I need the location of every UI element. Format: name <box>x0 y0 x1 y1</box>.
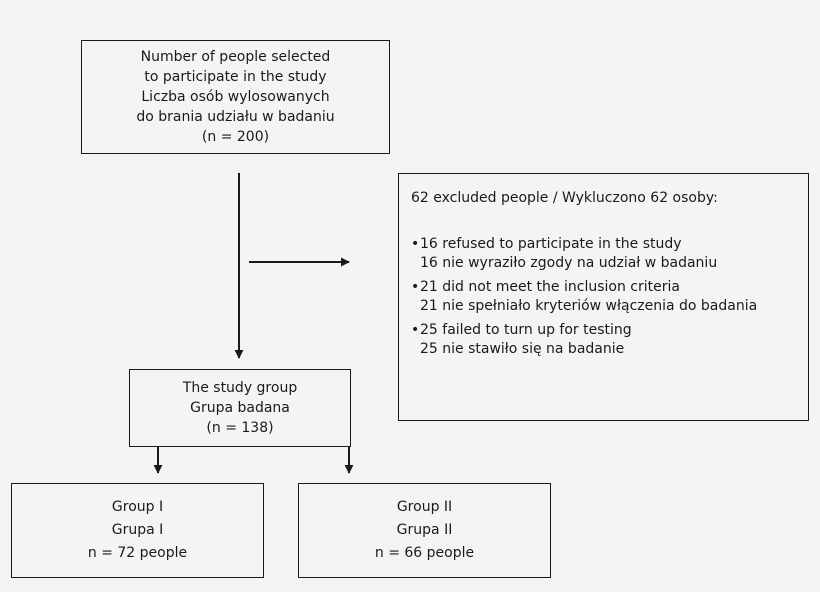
exclusion-reason: •16 refused to participate in the study … <box>411 235 800 273</box>
group-1-label-en: Group I <box>111 499 164 515</box>
selected-count: (n = 200) <box>201 129 270 145</box>
exclusion-reason: •25 failed to turn up for testing 25 nie… <box>411 321 800 359</box>
group-2-label-pl: Grupa II <box>396 522 453 538</box>
group-1-count: n = 72 people <box>87 545 188 561</box>
reason-en: 16 refused to participate in the study <box>420 236 682 252</box>
group-2-box: Group II Grupa II n = 66 people <box>298 483 551 578</box>
group-2-label-en: Group II <box>396 499 453 515</box>
selected-line: do brania udziału w badaniu <box>136 109 335 125</box>
bullet-icon: • <box>411 279 420 295</box>
bullet-icon: • <box>411 322 420 338</box>
group-2-count: n = 66 people <box>374 545 475 561</box>
group-1-box: Group I Grupa I n = 72 people <box>11 483 264 578</box>
reason-pl: 21 nie spełniało kryteriów włączenia do … <box>420 298 758 314</box>
reason-en: 21 did not meet the inclusion criteria <box>420 279 680 295</box>
study-group-label-en: The study group <box>182 380 298 396</box>
excluded-box: 62 excluded people / Wykluczono 62 osoby… <box>398 173 809 421</box>
study-group-count: (n = 138) <box>206 420 274 436</box>
exclusion-reason: •21 did not meet the inclusion criteria … <box>411 278 800 316</box>
reason-pl: 25 nie stawiło się na badanie <box>420 341 625 357</box>
reason-pl: 16 nie wyraziło zgody na udział w badani… <box>420 255 718 271</box>
study-group-label-pl: Grupa badana <box>190 400 290 416</box>
selected-line: Liczba osób wylosowanych <box>141 89 330 105</box>
selected-participants-box: Number of people selected to participate… <box>81 40 390 154</box>
reason-en: 25 failed to turn up for testing <box>420 322 632 338</box>
study-group-box: The study group Grupa badana (n = 138) <box>129 369 351 447</box>
group-1-label-pl: Grupa I <box>111 522 164 538</box>
bullet-icon: • <box>411 236 420 252</box>
selected-line: Number of people selected <box>140 49 331 65</box>
selected-line: to participate in the study <box>144 69 327 85</box>
excluded-title: 62 excluded people / Wykluczono 62 osoby… <box>411 190 718 206</box>
